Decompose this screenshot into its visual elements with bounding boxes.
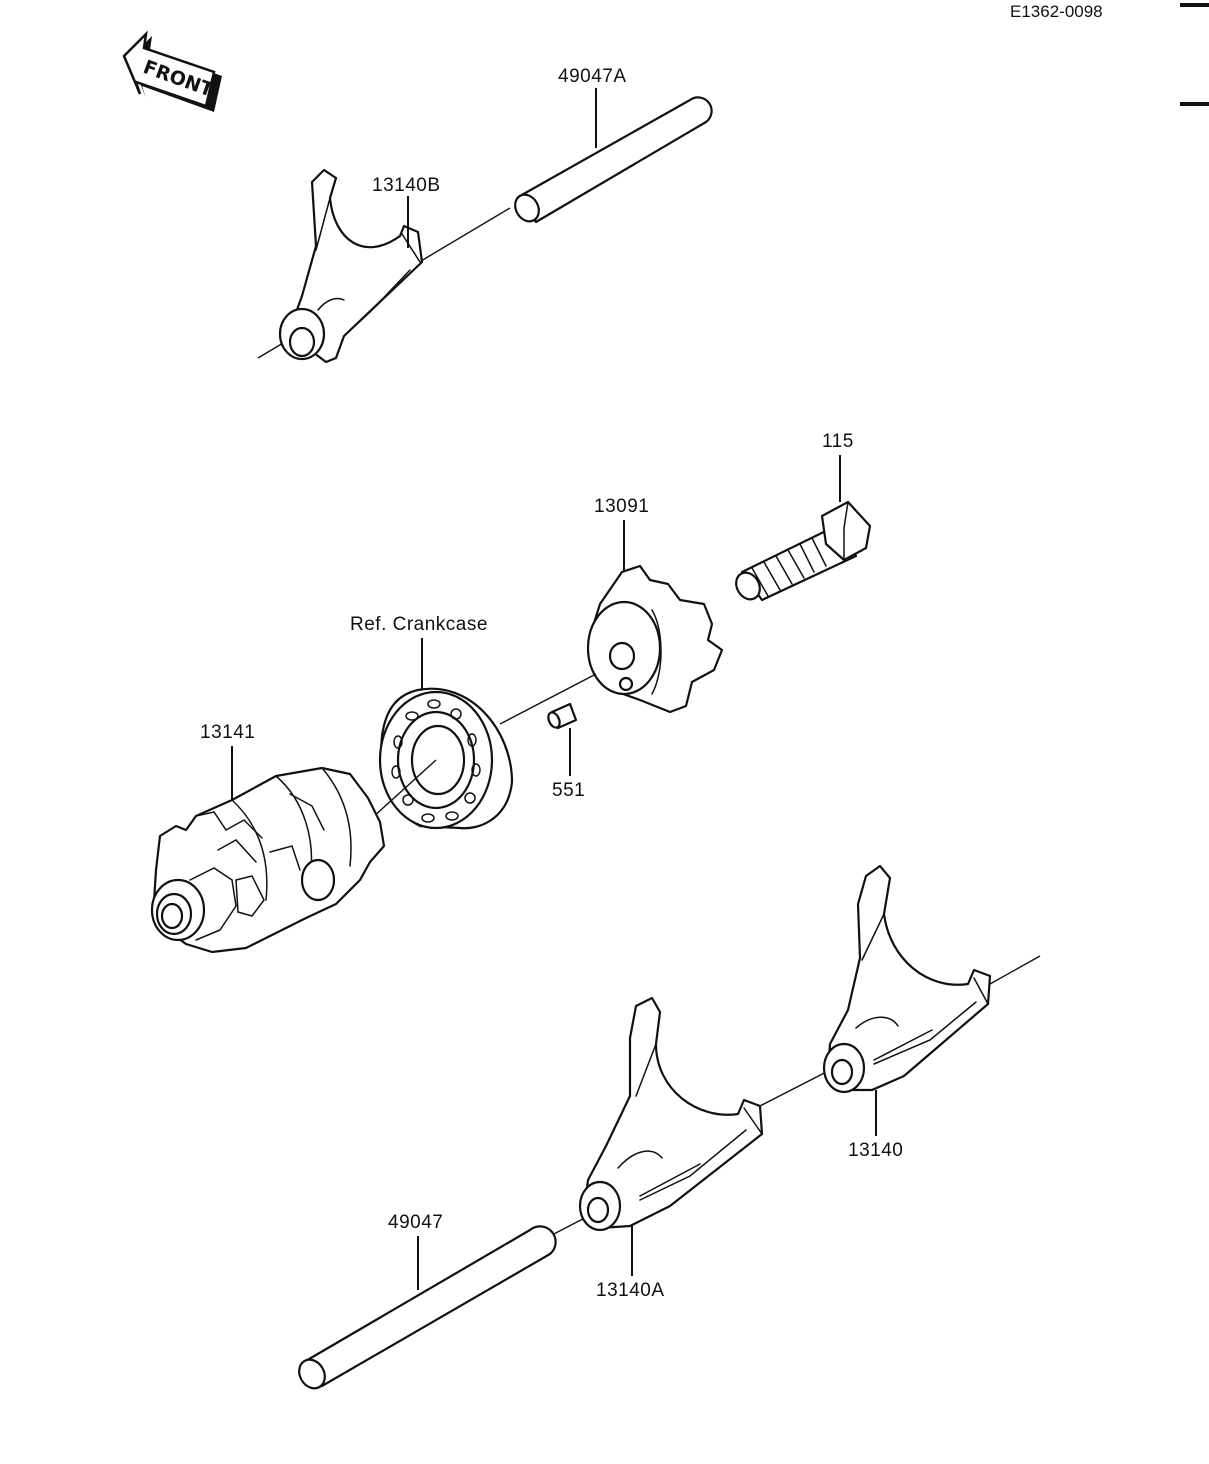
label-49047a: 49047A xyxy=(558,66,627,87)
axis-line-drum xyxy=(371,759,437,819)
bolt-115 xyxy=(735,500,872,602)
front-arrow-icon: FRONT xyxy=(122,30,222,112)
bearing-rollers xyxy=(391,699,481,823)
shift-fork-13140a xyxy=(578,996,764,1232)
label-13140a: 13140A xyxy=(596,1280,665,1301)
label-13091: 13091 xyxy=(594,496,649,517)
shaft-49047 xyxy=(298,1225,557,1390)
label-13141: 13141 xyxy=(200,722,255,743)
shift-drum-13141 xyxy=(150,766,386,954)
margin-marks xyxy=(1180,3,1209,106)
label-ref-crankcase: Ref. Crankcase xyxy=(350,614,488,635)
label-13140b: 13140B xyxy=(372,175,441,196)
shift-fork-13140b xyxy=(278,168,424,364)
label-13140: 13140 xyxy=(848,1140,903,1161)
label-49047: 49047 xyxy=(388,1212,443,1233)
holder-13091 xyxy=(586,564,724,714)
pin-551 xyxy=(547,702,578,730)
bearing-ref-crankcase xyxy=(378,687,514,830)
axis-line-upper xyxy=(499,673,597,725)
label-551: 551 xyxy=(552,780,585,801)
axis-line-lower-c xyxy=(989,955,1041,985)
drawing-code: E1362-0098 xyxy=(1010,2,1103,21)
shift-fork-13140 xyxy=(822,864,992,1094)
label-115: 115 xyxy=(822,431,854,452)
